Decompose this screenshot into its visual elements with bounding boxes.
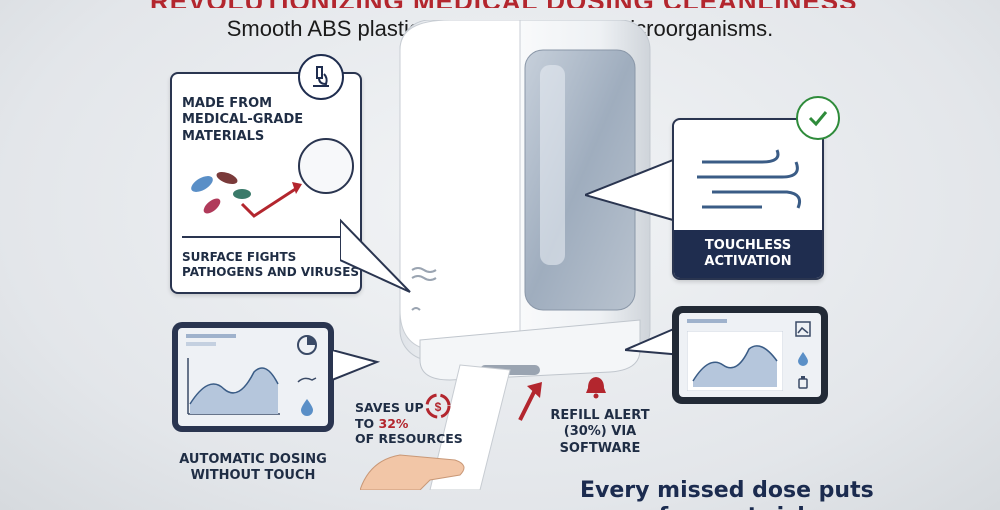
screen-header-bar [186, 334, 236, 338]
alarm-bell-icon [586, 377, 606, 399]
monitor-droplet-icon [798, 352, 808, 366]
savings-line-2: TO 32% [355, 416, 463, 432]
refill-alert-line-1: REFILL ALERT [550, 408, 650, 423]
savings-prefix: TO [355, 415, 379, 431]
svg-text:$: $ [435, 400, 442, 414]
check-badge [796, 96, 840, 140]
savings-text: SAVES UP TO 32% OF RESOURCES [355, 400, 463, 447]
touchless-label: TOUCHLESS ACTIVATION [674, 230, 822, 278]
savings-line-3: OF RESOURCES [355, 431, 463, 447]
savings-value: 32% [378, 415, 409, 431]
monitor-tablet [672, 306, 828, 404]
monitor-header-bar [687, 319, 727, 323]
materials-title: MADE FROM MEDICAL-GRADE MATERIALS [182, 96, 303, 145]
dosing-label: AUTOMATIC DOSING WITHOUT TOUCH [168, 452, 338, 485]
materials-caption-line-2: PATHOGENS AND VIRUSES [182, 265, 360, 279]
microscope-badge [298, 54, 344, 100]
materials-caption: SURFACE FIGHTS PATHOGENS AND VIRUSES [182, 250, 359, 280]
microscope-icon [313, 66, 329, 87]
hand-drop-icon [297, 377, 317, 383]
dosing-tablet-screen [178, 328, 328, 426]
dosing-label-line-2: WITHOUT TOUCH [190, 468, 316, 484]
refill-alert-line-2: (30%) VIA [563, 424, 637, 440]
wind-waves-icon [697, 149, 802, 209]
touchless-label-line-2: ACTIVATION [704, 254, 792, 270]
recycle-icon: $ [425, 393, 451, 419]
image-frame-icon [795, 321, 811, 337]
materials-title-line-3: MATERIALS [182, 128, 265, 144]
bottle-icon [798, 376, 808, 389]
bacteria-icon [191, 171, 302, 218]
droplet-icon [301, 399, 313, 416]
materials-title-line-2: MEDICAL-GRADE [182, 112, 304, 128]
materials-title-line-1: MADE FROM [182, 96, 273, 111]
materials-callout: MADE FROM MEDICAL-GRADE MATERIALS SURFAC… [170, 72, 362, 294]
refill-alert-line-3: SOFTWARE [559, 440, 641, 456]
magnifier-circle [298, 138, 354, 194]
materials-pointer [340, 218, 411, 293]
line-chart-icon [187, 358, 280, 415]
screen-subheader-bar [186, 342, 216, 346]
pie-icon [297, 335, 317, 355]
dispenser-illustration [360, 20, 651, 490]
panel-divider [182, 236, 354, 238]
footer-tagline-line-1: Every missed dose puts [580, 478, 874, 503]
touchless-callout: TOUCHLESS ACTIVATION [672, 118, 824, 280]
dosing-tablet [172, 322, 334, 432]
monitor-tablet-screen [679, 313, 821, 397]
checkmark-icon [808, 111, 828, 127]
touchless-pointer [585, 158, 674, 222]
touchless-label-line-1: TOUCHLESS [704, 238, 792, 253]
refill-alert-text: REFILL ALERT (30%) VIA SOFTWARE [540, 408, 660, 457]
materials-caption-line-1: SURFACE FIGHTS [182, 250, 297, 264]
footer-tagline-line-2: your focus at risk [595, 504, 812, 510]
dosing-pointer [332, 350, 381, 382]
savings-line-1: SAVES UP [355, 400, 424, 415]
monitor-chart-icon [687, 331, 783, 391]
dosing-label-line-1: AUTOMATIC DOSING [179, 452, 327, 467]
page-headline: REVOLUTIONIZING MEDICAL DOSING CLEANLINE… [150, 0, 910, 8]
